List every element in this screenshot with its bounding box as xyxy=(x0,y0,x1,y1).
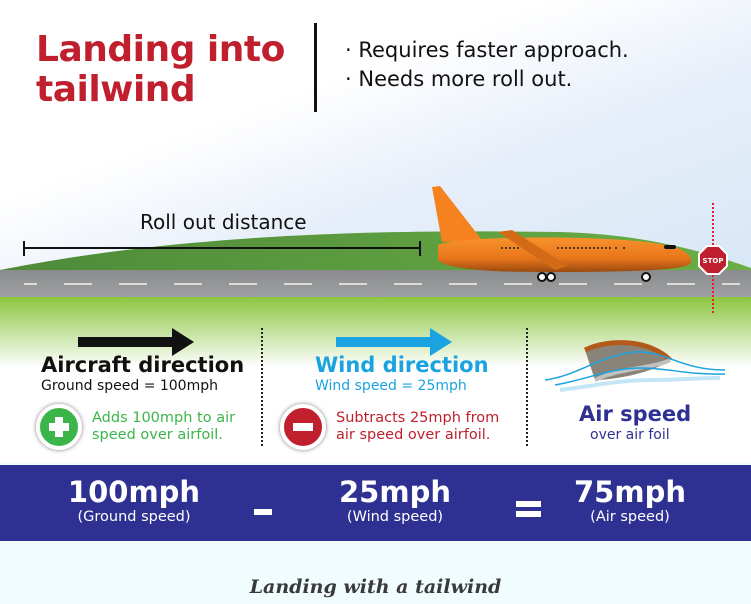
plus-icon xyxy=(36,404,82,450)
value: 100mph xyxy=(67,475,201,509)
rollout-label: Roll out distance xyxy=(140,210,307,234)
equals-operator-bottom xyxy=(516,511,541,517)
note-line: Adds 100mph to air xyxy=(92,410,236,426)
bullet-item: Requires faster approach. xyxy=(345,36,628,65)
title-line-1: Landing into xyxy=(36,29,285,70)
label: (Wind speed) xyxy=(346,509,444,525)
value: 75mph xyxy=(574,475,686,509)
ground-speed-label: Ground speed = 100mph xyxy=(41,378,218,394)
note-line: Subtracts 25mph from xyxy=(336,410,500,426)
column-separator xyxy=(261,328,263,446)
ground-speed-result: 100mph (Ground speed) xyxy=(60,475,208,526)
minus-icon xyxy=(280,404,326,450)
value: 25mph xyxy=(339,475,451,509)
minus-operator xyxy=(254,509,272,515)
page-title: Landing into tailwind xyxy=(36,30,285,110)
label: (Air speed) xyxy=(590,509,670,525)
airfoil-icon xyxy=(544,340,726,392)
wind-direction-title: Wind direction xyxy=(315,353,489,377)
wind-direction-arrow xyxy=(336,328,452,356)
note-line: air speed over airfoil. xyxy=(336,427,491,443)
aircraft-direction-title: Aircraft direction xyxy=(41,353,245,377)
airplane-icon xyxy=(432,186,692,282)
stop-sign-icon: STOP xyxy=(698,245,728,275)
air-speed-subtitle: over air foil xyxy=(590,427,670,443)
aircraft-effect-note: Adds 100mph to air speed over airfoil. xyxy=(92,410,235,444)
bullet-list: Requires faster approach. Needs more rol… xyxy=(345,36,629,94)
wind-effect-note: Subtracts 25mph from air speed over airf… xyxy=(336,410,499,444)
rollout-distance-bracket xyxy=(23,241,421,256)
runway xyxy=(0,270,751,298)
air-speed-result: 75mph (Air speed) xyxy=(560,475,700,526)
wind-speed-result: 25mph (Wind speed) xyxy=(325,475,465,526)
air-speed-title: Air speed xyxy=(579,402,692,426)
equals-operator-top xyxy=(516,501,541,507)
runway-markings xyxy=(24,283,740,285)
svg-text:STOP: STOP xyxy=(703,257,724,265)
summary-bar: 100mph (Ground speed) 25mph (Wind speed)… xyxy=(0,465,751,541)
bullet-item: Needs more roll out. xyxy=(345,65,629,94)
wind-speed-label: Wind speed = 25mph xyxy=(315,378,467,394)
figure-caption: Landing with a tailwind xyxy=(249,576,502,598)
title-line-2: tailwind xyxy=(36,69,196,110)
divider xyxy=(314,23,317,112)
note-line: speed over airfoil. xyxy=(92,427,223,443)
aircraft-direction-arrow xyxy=(78,328,194,356)
label: (Ground speed) xyxy=(77,509,191,525)
column-separator xyxy=(526,328,528,446)
